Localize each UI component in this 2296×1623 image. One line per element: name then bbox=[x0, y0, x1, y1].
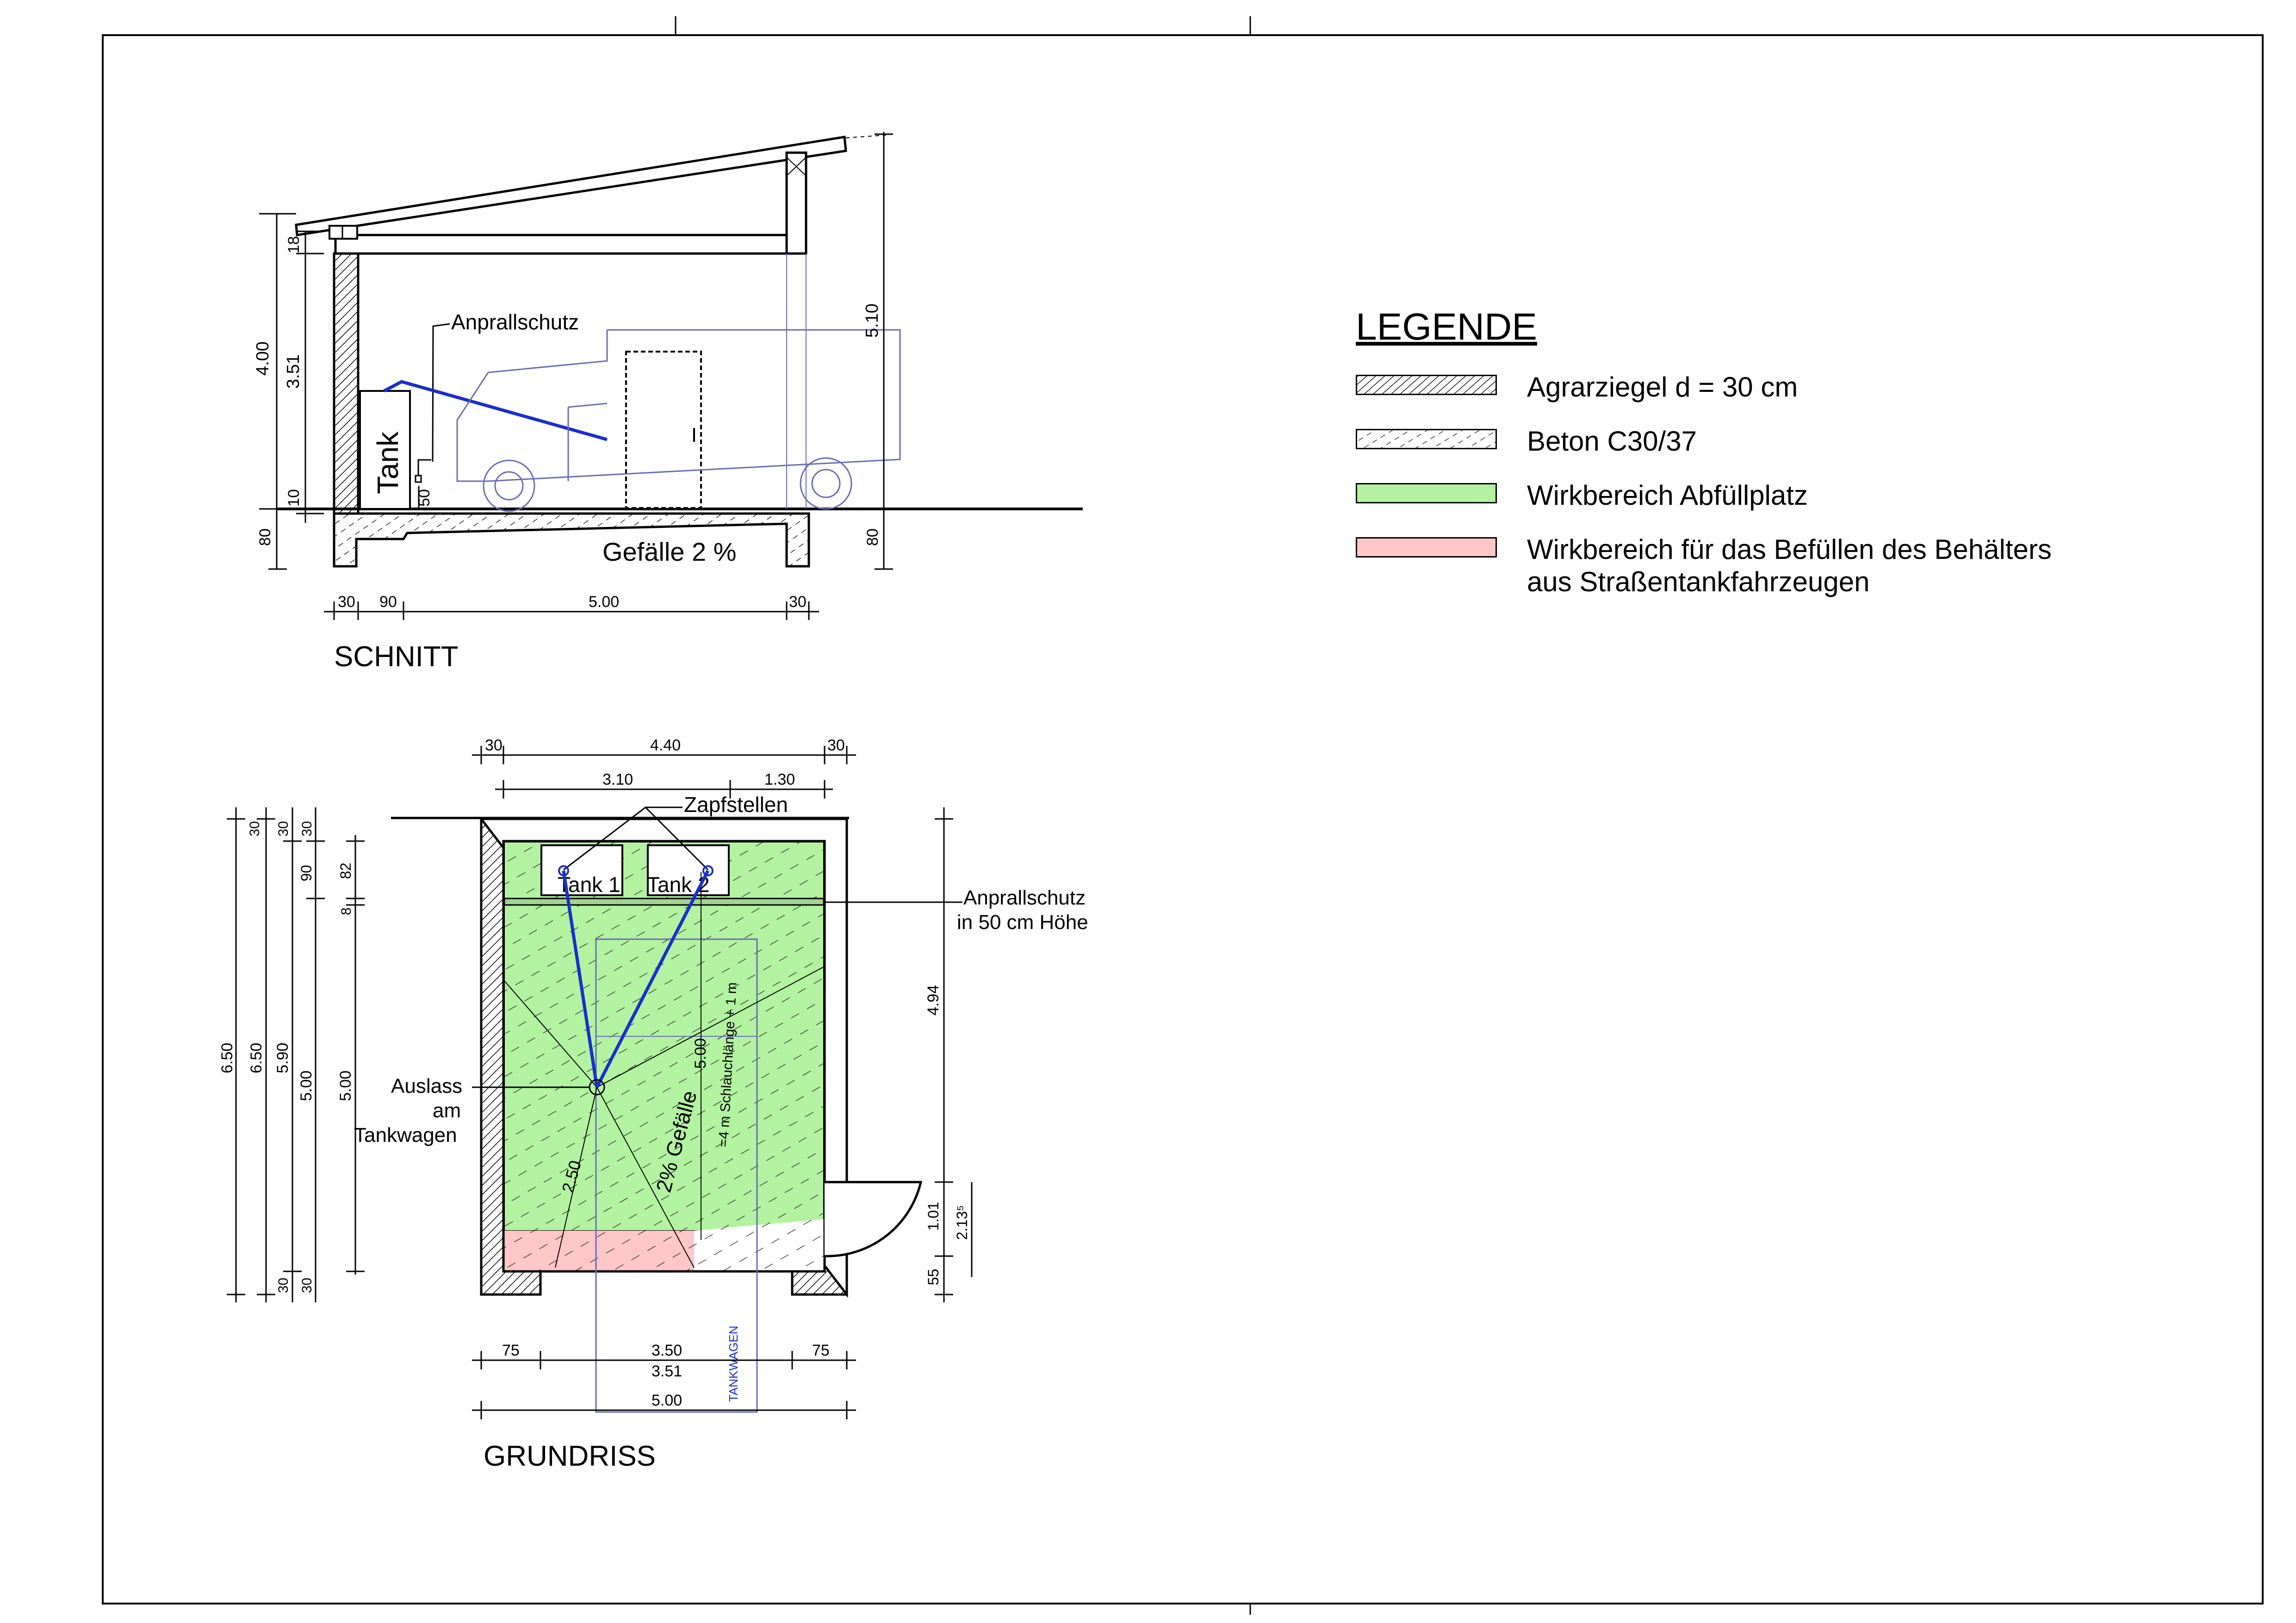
section-dim-30b: 30 bbox=[789, 593, 807, 611]
section-hose bbox=[383, 380, 608, 441]
plan-dim-bottom-75b: 75 bbox=[812, 1342, 830, 1359]
plan-dim-left-30c: 30 bbox=[276, 1278, 291, 1293]
section-dim-510: 5.10 bbox=[863, 304, 882, 338]
plan-tank-1 bbox=[540, 844, 623, 896]
plan-dim-right-55: 55 bbox=[925, 1269, 942, 1285]
plan-dim-left-650b: 6.50 bbox=[248, 1043, 265, 1073]
legend-label-befuellen-line2: aus Straßentankfahrzeugen bbox=[1527, 566, 1870, 597]
legend-swatch-green bbox=[1356, 483, 1497, 503]
plan-anprallschutz-label-2: in 50 cm Höhe bbox=[957, 911, 1088, 934]
plan-dims-left bbox=[227, 807, 365, 1302]
plan-dims-bottom bbox=[472, 1351, 856, 1419]
plan-reach-lines bbox=[504, 872, 824, 1268]
plan-dim-bottom-351: 3.51 bbox=[652, 1363, 682, 1380]
section-dim-10: 10 bbox=[285, 489, 303, 507]
section-dims-right bbox=[875, 132, 893, 570]
plan-dim-right-2135: 2.13⁵ bbox=[954, 1205, 970, 1240]
plan-dim-top-310: 3.10 bbox=[602, 771, 633, 788]
section-dim-500: 5.00 bbox=[589, 593, 619, 611]
legend-title: LEGENDE bbox=[1356, 306, 1537, 348]
plan-pink-area bbox=[504, 1231, 694, 1271]
plan-dim-top-130: 1.30 bbox=[764, 771, 795, 788]
plan-dim-top-440: 4.40 bbox=[650, 737, 681, 754]
plan-dim-left-90: 90 bbox=[298, 865, 315, 881]
section-dim-30a: 30 bbox=[338, 593, 355, 611]
legend-label-befuellen: Wirkbereich für das Befüllen des Behälte… bbox=[1527, 533, 2052, 598]
section-anprallschutz-label: Anprallschutz bbox=[451, 310, 579, 334]
section-view: Tank Anprallschutz Gefälle 2 % bbox=[253, 132, 1083, 673]
section-dim-80: 80 bbox=[256, 528, 274, 546]
section-dim-351: 3.51 bbox=[284, 354, 303, 389]
plan-dim-left-590: 5.90 bbox=[274, 1043, 292, 1073]
plan-tankwagen-label: TANKWAGEN bbox=[726, 1326, 740, 1402]
plan-hose-tank1 bbox=[562, 870, 599, 1088]
legend-item-abfuellplatz: Wirkbereich Abfüllplatz bbox=[1356, 479, 2235, 512]
sheet-frame bbox=[102, 16, 2264, 1615]
plan-dim-bottom-500: 5.00 bbox=[652, 1392, 682, 1409]
plan-dim-left-82: 82 bbox=[337, 862, 354, 879]
plan-dims-top bbox=[472, 746, 856, 799]
plan-dim-left-30e: 30 bbox=[247, 821, 262, 836]
plan-zapfstellen-label: Zapfstellen bbox=[684, 793, 788, 817]
plan-dim-top-30b: 30 bbox=[827, 737, 845, 754]
section-dim-50: 50 bbox=[416, 489, 433, 507]
legend-swatch-brick-hatch bbox=[1356, 375, 1497, 395]
section-tank-label: Tank bbox=[371, 431, 404, 494]
plan-dim-left-500b: 5.00 bbox=[337, 1071, 354, 1101]
plan-dim-left-30d: 30 bbox=[299, 1278, 315, 1293]
legend-label-agrarziegel: Agrarziegel d = 30 cm bbox=[1527, 372, 1798, 403]
plan-hose-tank2 bbox=[595, 870, 710, 1088]
section-dim-18: 18 bbox=[285, 236, 303, 254]
section-tank bbox=[359, 390, 411, 510]
section-dim-400: 4.00 bbox=[253, 341, 273, 376]
rear-post bbox=[785, 151, 807, 255]
legend-item-beton: Beton C30/37 bbox=[1356, 425, 2235, 458]
legend-label-beton: Beton C30/37 bbox=[1527, 426, 1697, 457]
legend-swatch-pink bbox=[1356, 537, 1497, 558]
section-title: SCHNITT bbox=[334, 641, 459, 673]
section-slope-label: Gefälle 2 % bbox=[602, 537, 737, 566]
legend-swatch-concrete-hatch bbox=[1356, 429, 1497, 449]
section-dim-90: 90 bbox=[379, 593, 397, 611]
plan-auslass-label-1: Auslass bbox=[391, 1075, 462, 1097]
plan-dim-left-8: 8 bbox=[339, 907, 354, 915]
legend-item-befuellen: Wirkbereich für das Befüllen des Behälte… bbox=[1356, 533, 2235, 598]
plan-door-swing bbox=[824, 1181, 923, 1258]
plan-dim-left-500a: 5.00 bbox=[298, 1071, 315, 1101]
legend-item-agrarziegel: Agrarziegel d = 30 cm bbox=[1356, 371, 2235, 403]
section-dims-left bbox=[259, 213, 420, 570]
section-floor-slab bbox=[333, 512, 810, 568]
section-wall-left bbox=[333, 252, 360, 515]
plan-dim-left-650a: 6.50 bbox=[218, 1043, 236, 1073]
plan-dim-500-inner: 5.00 bbox=[692, 1038, 709, 1069]
plan-dim-left-30b: 30 bbox=[299, 821, 315, 836]
plan-dim-right-494: 4.94 bbox=[925, 985, 942, 1016]
plan-dim-left-30a: 30 bbox=[276, 821, 291, 836]
plan-auslass-label-3: Tankwagen bbox=[354, 1124, 457, 1146]
roof bbox=[295, 136, 847, 236]
anprallschutz-leader bbox=[432, 323, 450, 462]
section-dim-80-right: 80 bbox=[864, 528, 881, 546]
ceiling-slab bbox=[334, 234, 802, 255]
plan-title: GRUNDRISS bbox=[484, 1440, 656, 1472]
plan-anprallschutz-bar bbox=[503, 898, 825, 906]
plan-dim-bottom-350: 3.50 bbox=[652, 1342, 682, 1359]
legend: LEGENDE Agrarziegel d = 30 cm Beton C30/… bbox=[1356, 305, 2235, 620]
section-truck bbox=[456, 329, 901, 512]
section-door bbox=[625, 351, 702, 509]
section-dims-bottom bbox=[324, 601, 819, 620]
plan-dim-top-30a: 30 bbox=[485, 737, 503, 754]
plan-view: Tank 1 Tank 2 Zapfstellen TANKWAGEN 2% G… bbox=[218, 737, 1088, 1472]
plan-dims-right bbox=[935, 807, 973, 1302]
plan-tankwagen-outline bbox=[595, 938, 758, 1413]
plan-anprallschutz-label-1: Anprallschutz bbox=[963, 886, 1086, 909]
plan-tank-2 bbox=[647, 844, 730, 896]
legend-label-befuellen-line1: Wirkbereich für das Befüllen des Behälte… bbox=[1527, 534, 2052, 565]
plan-dim-right-101: 1.01 bbox=[925, 1202, 942, 1231]
legend-label-abfuellplatz: Wirkbereich Abfüllplatz bbox=[1527, 480, 1808, 511]
plan-auslass-label-2: am bbox=[433, 1099, 461, 1122]
plan-dim-bottom-75a: 75 bbox=[502, 1342, 520, 1359]
